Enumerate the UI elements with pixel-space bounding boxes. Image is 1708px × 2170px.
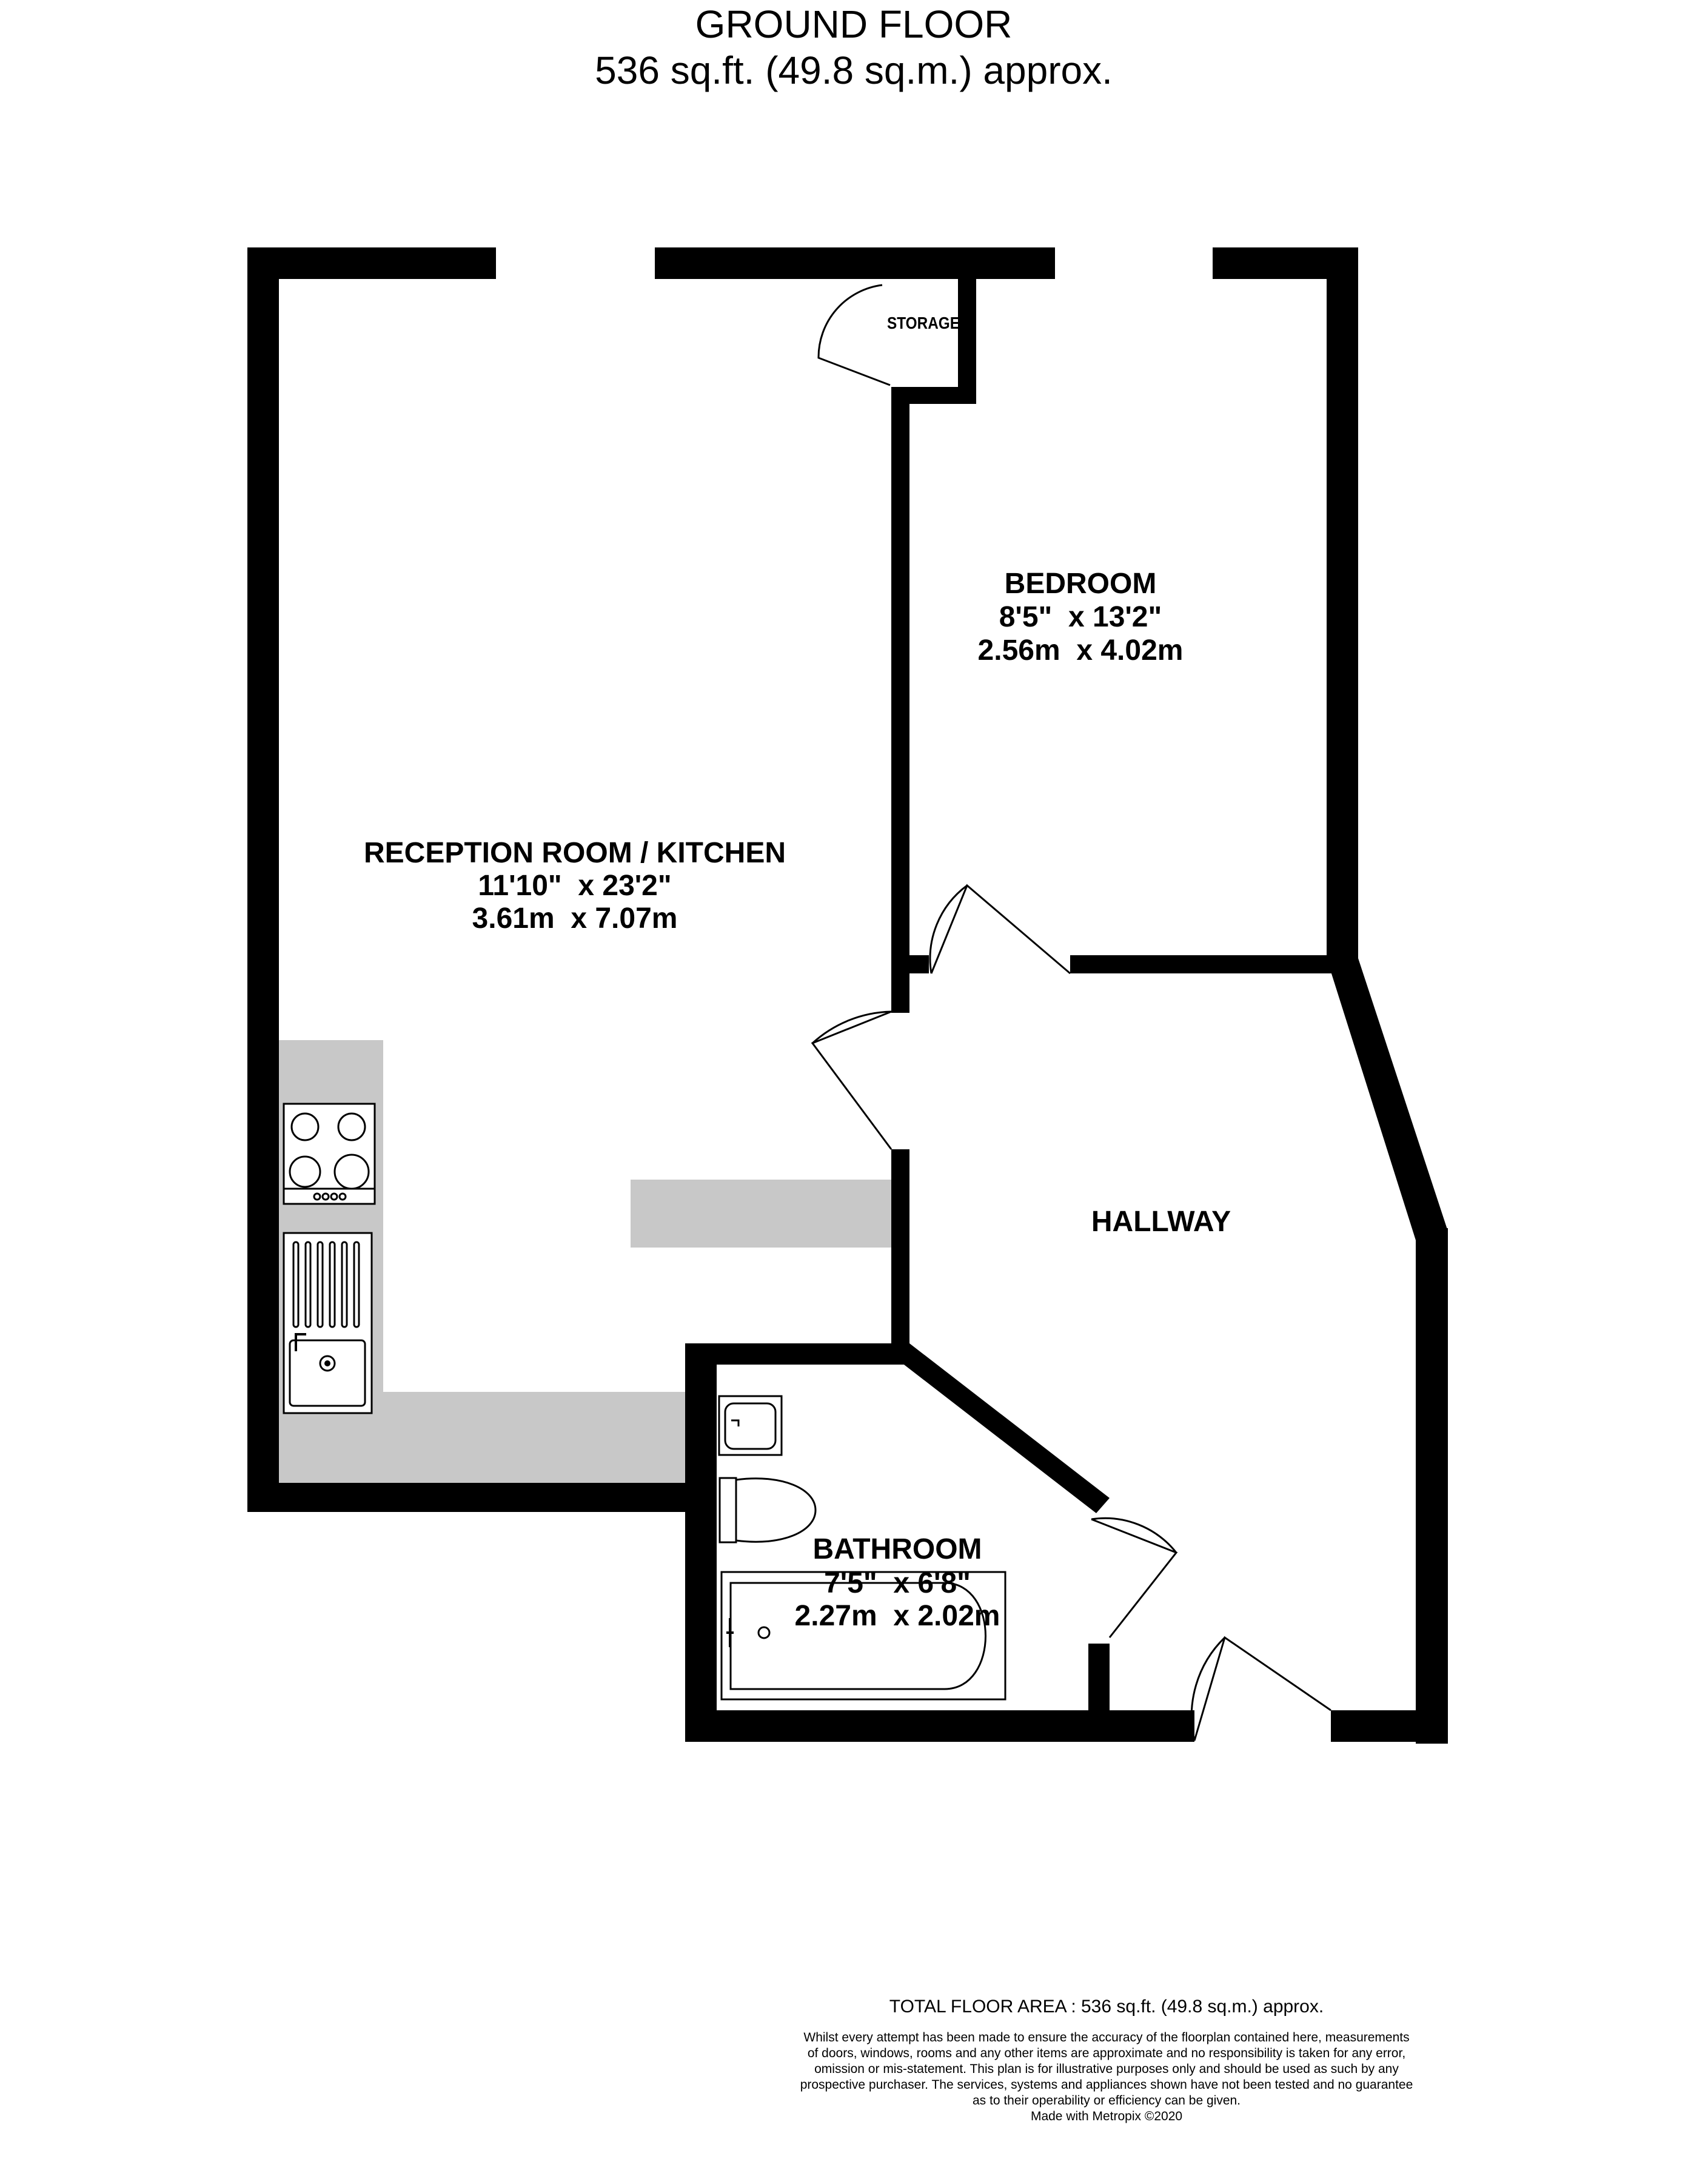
floor-title: GROUND FLOOR bbox=[695, 2, 1013, 46]
wall-bedroom-bottom bbox=[1070, 955, 1358, 973]
storage-label: STORAGE bbox=[887, 314, 960, 332]
toilet-icon bbox=[718, 1477, 817, 1544]
bathroom-name: BATHROOM bbox=[812, 1533, 982, 1565]
wall-bathroom-angled bbox=[896, 1343, 1110, 1513]
bedroom-dim-metric: 2.56m x 4.02m bbox=[978, 634, 1184, 667]
bedroom-name: BEDROOM bbox=[1005, 568, 1157, 600]
wall-top-2 bbox=[655, 247, 1055, 279]
door-entrance bbox=[1190, 1636, 1331, 1741]
bedroom-dim-imperial: 8'5" x 13'2" bbox=[999, 601, 1162, 633]
total-floor-area: TOTAL FLOOR AREA : 536 sq.ft. (49.8 sq.m… bbox=[889, 1997, 1324, 2017]
disclaimer-line-5: as to their operability or efficiency ca… bbox=[973, 2094, 1241, 2108]
door-bathroom bbox=[1091, 1517, 1178, 1638]
hallway-name: HALLWAY bbox=[1091, 1206, 1231, 1238]
wall-hallway-right bbox=[1416, 1228, 1448, 1744]
reception-dim-metric: 3.61m x 7.07m bbox=[472, 902, 678, 935]
walls bbox=[247, 247, 1448, 1744]
doors bbox=[811, 284, 1331, 1741]
wall-bathroom-door-stub bbox=[1088, 1644, 1110, 1742]
disclaimer-line-3: omission or mis-statement. This plan is … bbox=[814, 2062, 1399, 2076]
disclaimer-line-1: Whilst every attempt has been made to en… bbox=[803, 2031, 1409, 2044]
bathroom-dim-metric: 2.27m x 2.02m bbox=[795, 1600, 1000, 1632]
bathroom-dim-imperial: 7'5" x 6'8" bbox=[824, 1567, 971, 1599]
bathtub-icon bbox=[720, 1571, 1006, 1701]
wall-top-1 bbox=[247, 247, 496, 279]
kitchen-island bbox=[631, 1180, 891, 1248]
wall-storage-right bbox=[958, 247, 976, 404]
door-storage bbox=[817, 284, 891, 386]
wall-divider-upper bbox=[891, 394, 909, 1013]
door-bedroom bbox=[929, 884, 1071, 975]
metropix-credit: Made with Metropix ©2020 bbox=[1031, 2109, 1182, 2123]
kitchen-sink-icon bbox=[283, 1232, 373, 1414]
wall-reception-bottom bbox=[247, 1483, 693, 1512]
disclaimer-line-4: prospective purchaser. The services, sys… bbox=[800, 2078, 1413, 2092]
wall-bathroom-left bbox=[685, 1343, 717, 1742]
basin-icon bbox=[718, 1395, 783, 1456]
reception-name: RECEPTION ROOM / KITCHEN bbox=[364, 837, 786, 869]
wall-bottom-right bbox=[1331, 1710, 1448, 1742]
door-reception bbox=[811, 1010, 893, 1150]
wall-bedroom-right bbox=[1327, 247, 1358, 970]
disclaimer-line-2: of doors, windows, rooms and any other i… bbox=[808, 2046, 1405, 2060]
floor-area: 536 sq.ft. (49.8 sq.m.) approx. bbox=[595, 49, 1113, 92]
wall-hallway-angled bbox=[1327, 958, 1448, 1240]
reception-dim-imperial: 11'10" x 23'2" bbox=[478, 870, 671, 902]
wall-bedroom-bottom-stub bbox=[891, 955, 929, 973]
wall-bathroom-top bbox=[685, 1343, 909, 1365]
wall-divider-lower bbox=[891, 1149, 909, 1359]
wall-left bbox=[247, 247, 279, 1512]
wall-bottom-left bbox=[685, 1710, 1194, 1742]
hob-icon bbox=[283, 1103, 376, 1205]
